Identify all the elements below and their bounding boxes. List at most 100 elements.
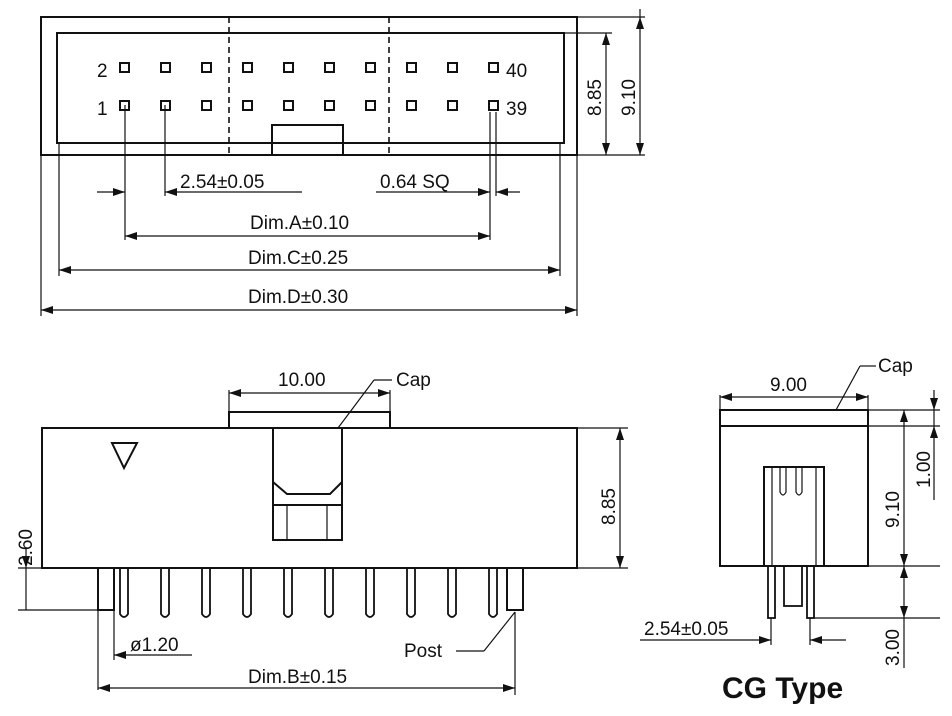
dim-end-pitch-label: 2.54±0.05 xyxy=(644,619,728,640)
end-view: 9.00 Cap 1.00 9.10 3.00 2.54±0.05 xyxy=(640,356,940,668)
cap-leader xyxy=(337,379,375,429)
end-post xyxy=(783,565,803,607)
dim-end-cap-arrow-top xyxy=(930,398,938,410)
dim-end-pitch-arrow-right xyxy=(810,636,822,644)
dim-c-label: Dim.C±0.25 xyxy=(248,248,348,269)
dim-a-arrow-right xyxy=(478,232,490,240)
pin-square xyxy=(406,62,417,73)
dim-post-label: ø1.20 xyxy=(130,635,179,656)
end-cap xyxy=(719,409,869,427)
pin-square xyxy=(201,100,212,111)
dim-side-885-arrow-top xyxy=(616,428,624,440)
pin-square xyxy=(365,62,376,73)
pin-square xyxy=(201,62,212,73)
dim-b-arrow-left xyxy=(98,684,110,692)
pin-tail xyxy=(365,568,375,618)
cap-label: Cap xyxy=(396,370,431,391)
dim-910-arrow-bottom xyxy=(636,143,644,155)
pin-sq-arrowhead-right xyxy=(496,188,508,196)
dim-end-width-arrow-right xyxy=(856,393,868,401)
dim-end-pitch-arrow-left xyxy=(759,636,771,644)
side-latch xyxy=(272,428,343,541)
pin-square xyxy=(324,62,335,73)
dim-end-width-arrow-left xyxy=(720,393,732,401)
side-view: 10.00 Cap 8.85 2.60 ø1.20 Post Dim.B±0.1… xyxy=(16,370,628,695)
pin-square xyxy=(406,100,417,111)
dim-a-arrow-left xyxy=(125,232,137,240)
pin-square xyxy=(119,62,130,73)
pin-square xyxy=(324,100,335,111)
pin-square xyxy=(242,62,253,73)
pin-square xyxy=(447,62,458,73)
pin-tail xyxy=(201,568,211,618)
pin-square xyxy=(160,62,171,73)
dim-910-arrow-top xyxy=(636,17,644,29)
type-title: CG Type xyxy=(722,672,843,705)
pin-tail xyxy=(242,568,252,618)
dim-end-cap-arrow-bottom xyxy=(930,426,938,438)
dim-end-tail-arrow-bottom xyxy=(900,606,908,618)
end-latch-slot-1 xyxy=(779,467,787,496)
end-latch xyxy=(763,466,825,567)
dim-standoff-label: 2.60 xyxy=(16,529,37,566)
pin-tail xyxy=(324,568,334,618)
post-leader xyxy=(483,611,516,652)
pin-sq-dim-label: 0.64 SQ xyxy=(380,172,450,193)
pin1-triangle-marker xyxy=(110,442,139,471)
dim-side-885-label: 8.85 xyxy=(599,488,620,525)
dim-end-width-label: 9.00 xyxy=(770,375,807,396)
dim-910-label: 9.10 xyxy=(619,79,640,116)
side-body xyxy=(41,427,578,569)
top-key-slot xyxy=(271,124,344,156)
top-view: 2 1 40 39 2.54±0.05 0.64 SQ Dim.A±0.10 xyxy=(40,9,645,316)
pin-label-40: 40 xyxy=(506,61,527,82)
dim-b-arrow-right xyxy=(503,684,515,692)
pin-tail xyxy=(406,568,416,618)
pin-square xyxy=(488,100,499,111)
dim-end-cap-label: 1.00 xyxy=(914,451,935,488)
pin-tail xyxy=(119,568,129,618)
pin-square xyxy=(447,100,458,111)
dim-b-label: Dim.B±0.15 xyxy=(248,667,347,688)
side-cap xyxy=(228,411,391,429)
end-pin-right xyxy=(806,565,815,619)
end-cap-label: Cap xyxy=(878,356,913,377)
pin-label-1: 1 xyxy=(97,99,108,120)
side-latch-detail xyxy=(272,481,343,495)
post-left xyxy=(97,567,115,611)
dim-end-total-label: 9.10 xyxy=(883,491,904,528)
pitch-dim-label: 2.54±0.05 xyxy=(180,172,264,193)
dim-c-arrow-right xyxy=(548,266,560,274)
dim-cap-label: 10.00 xyxy=(278,370,326,391)
dim-standoff-arrow xyxy=(22,556,30,568)
pin-label-39: 39 xyxy=(506,99,527,120)
dim-end-tail-label: 3.00 xyxy=(883,629,904,666)
pin-sq-arrowhead-left xyxy=(478,188,490,196)
dim-end-total-arrow-top xyxy=(900,410,908,422)
dim-post-arrow xyxy=(114,651,126,659)
end-pin-left xyxy=(767,565,776,619)
pin-tail xyxy=(447,568,457,618)
pin-grid xyxy=(119,62,499,111)
dim-d-arrow-right xyxy=(565,306,577,314)
pin-square xyxy=(242,100,253,111)
dim-885-label: 8.85 xyxy=(585,79,606,116)
dim-cap-arrow-right xyxy=(378,389,390,397)
pin-label-2: 2 xyxy=(97,61,108,82)
dim-d-arrow-left xyxy=(41,306,53,314)
pitch-arrowhead-right xyxy=(165,188,177,196)
dim-a-label: Dim.A±0.10 xyxy=(250,213,349,234)
pin-tail xyxy=(488,568,498,618)
dim-d-label: Dim.D±0.30 xyxy=(248,287,348,308)
pin-square xyxy=(365,100,376,111)
post-label: Post xyxy=(404,641,443,662)
top-inner-body xyxy=(56,32,565,144)
dim-c-arrow-left xyxy=(59,266,71,274)
pin-tail xyxy=(283,568,293,618)
pin-square xyxy=(283,100,294,111)
top-cap-outline xyxy=(228,16,390,156)
end-cap-leader xyxy=(835,365,861,411)
dim-end-tail-arrow-top xyxy=(900,566,908,578)
